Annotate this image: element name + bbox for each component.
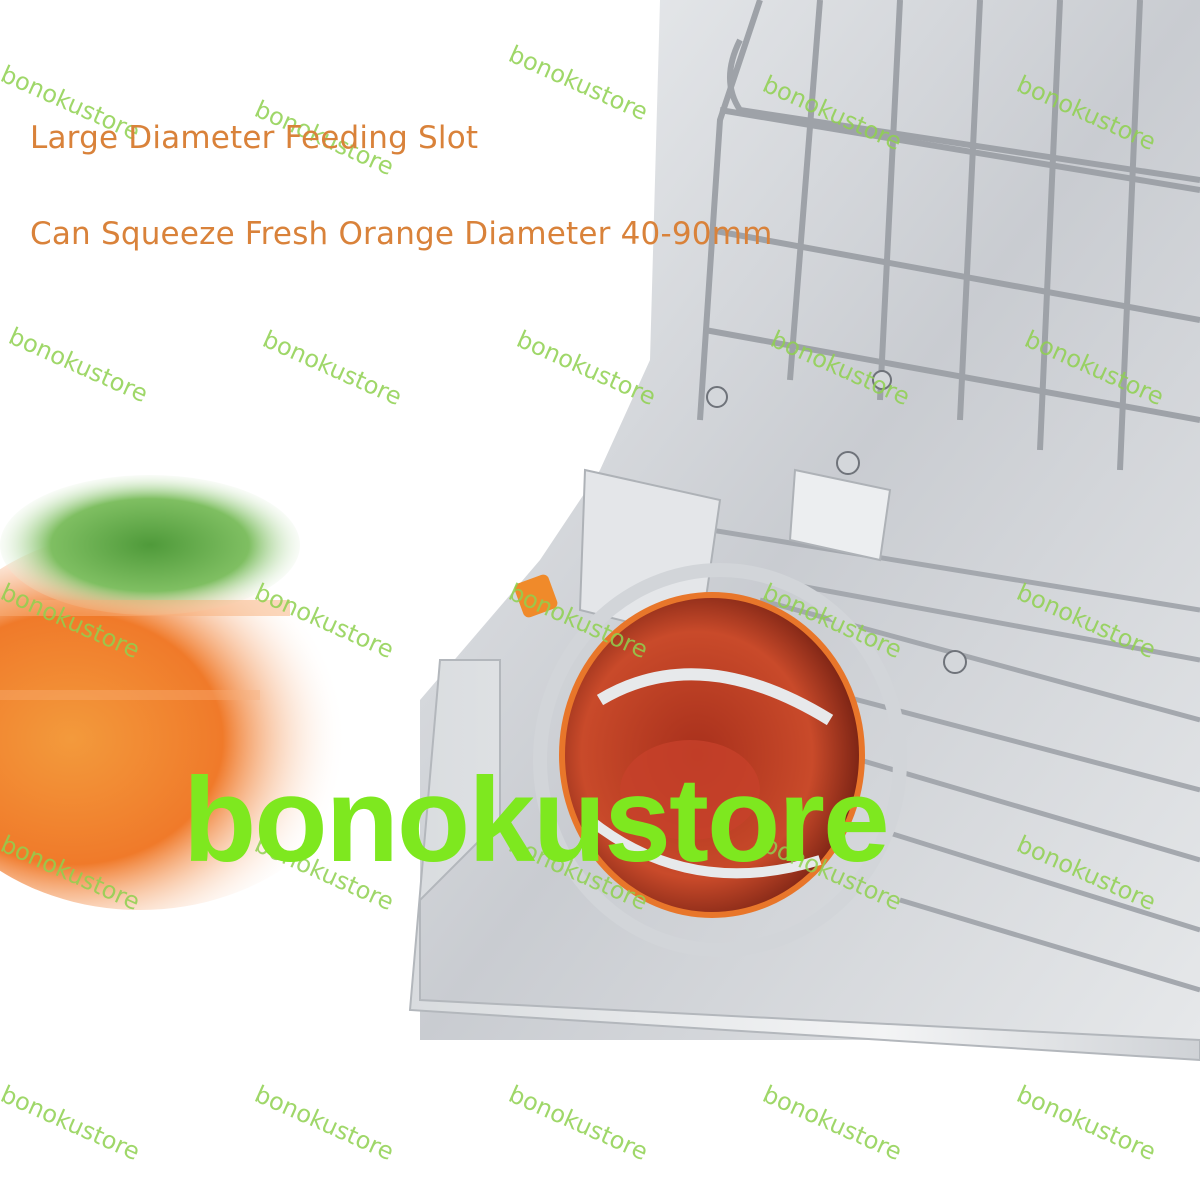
leaf	[0, 475, 300, 615]
wire-basket	[697, 0, 1200, 471]
feeding-slot	[533, 563, 907, 957]
gasket-ring	[559, 592, 865, 918]
headline-orange-diameter: Can Squeeze Fresh Orange Diameter 40-90m…	[30, 216, 773, 252]
orange-fruit	[0, 530, 370, 910]
headline-feeding-slot: Large Diameter Feeding Slot	[30, 120, 479, 156]
screws	[706, 370, 967, 674]
watermark-big: bonokustore	[183, 753, 890, 887]
side-tab	[514, 574, 558, 618]
front-plate	[408, 659, 1200, 1062]
